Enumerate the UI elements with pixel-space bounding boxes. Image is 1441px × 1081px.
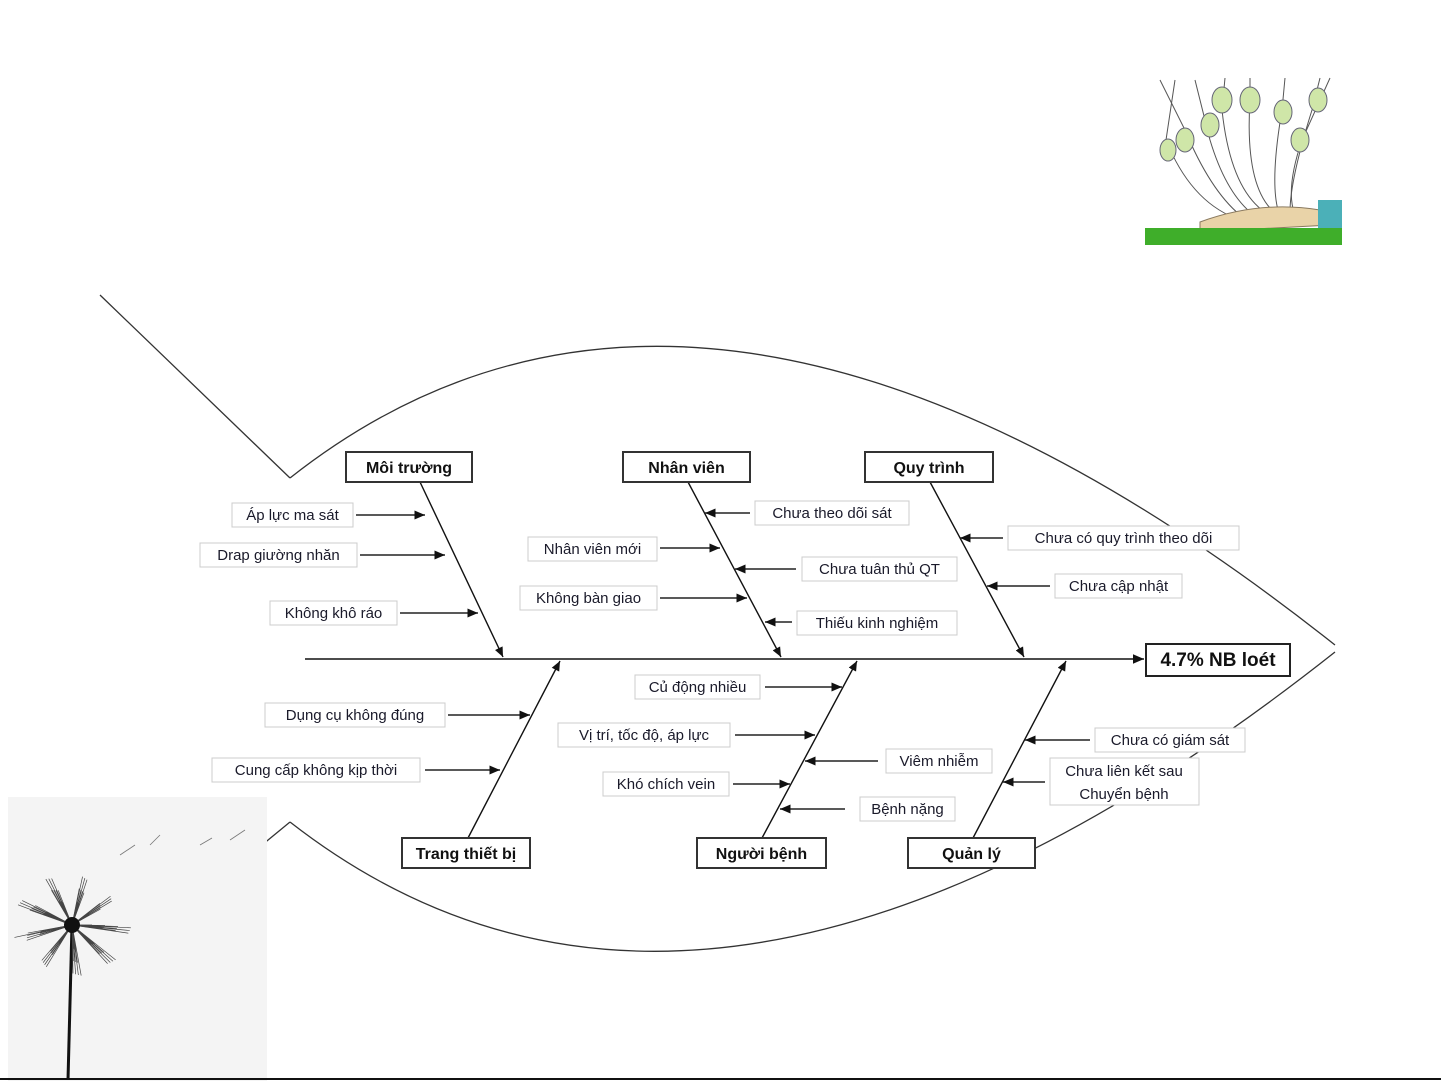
cause-box	[602, 771, 730, 797]
cause-label: Cung cấp không kịp thời	[235, 762, 397, 779]
cause-label: Không khô ráo	[285, 605, 383, 622]
cause-box	[634, 674, 761, 700]
cause-label: Khó chích vein	[617, 776, 715, 793]
bone-trang-thiet-bi	[467, 660, 561, 839]
cause-box	[557, 722, 731, 748]
dandelion-image	[8, 797, 267, 1081]
cause-box	[885, 748, 993, 774]
cause-box	[796, 610, 958, 636]
category-box-quan-ly	[907, 837, 1036, 869]
bone-nhan-vien	[687, 481, 782, 658]
bone-moi-truong	[419, 481, 504, 658]
cause-box	[754, 500, 910, 526]
category-box-trang-thiet-bi	[401, 837, 531, 869]
cause-label: Chưa cập nhật	[1069, 578, 1169, 595]
category-label: Môi trường	[366, 460, 452, 477]
cause-label: Chưa tuân thủ QT	[819, 561, 940, 578]
bone-quy-trinh	[929, 481, 1025, 658]
cause-box	[527, 536, 658, 562]
cause-label: Drap giường nhăn	[217, 547, 339, 564]
category-label: Quy trình	[893, 460, 964, 477]
fish-body-upper	[289, 345, 1336, 646]
cause-box	[1049, 757, 1200, 806]
category-label: Người bệnh	[716, 846, 807, 863]
cause-box	[1054, 573, 1183, 599]
cause-box	[859, 796, 956, 822]
cause-label: Dụng cụ không đúng	[286, 707, 424, 724]
category-box-quy-trinh	[864, 451, 994, 483]
cause-box	[269, 600, 398, 626]
cause-label: Củ động nhiều	[649, 679, 747, 696]
iv-drip-image	[1145, 75, 1342, 245]
cause-label: Chưa có quy trình theo dõi	[1035, 530, 1213, 547]
cause-label: Chưa theo dõi sát	[772, 505, 892, 522]
cause-box	[199, 542, 358, 568]
cause-box	[1007, 525, 1240, 551]
cause-label: Vị trí, tốc độ, áp lực	[579, 727, 710, 744]
cause-box	[1094, 727, 1246, 753]
category-box-nhan-vien	[622, 451, 751, 483]
cause-label: Áp lực ma sát	[246, 507, 339, 524]
cause-box	[801, 556, 958, 582]
cause-label: Thiếu kinh nghiệm	[816, 615, 939, 632]
cause-box	[211, 757, 421, 783]
cause-label: Nhân viên mới	[544, 541, 641, 558]
cause-box	[519, 585, 658, 611]
effect-label: 4.7% NB loét	[1160, 650, 1276, 671]
cause-label: Viêm nhiễm	[900, 753, 979, 770]
category-box-nguoi-benh	[696, 837, 827, 869]
cause-label: Chưa có giám sát	[1111, 732, 1230, 749]
cause-box	[231, 502, 354, 528]
category-box-moi-truong	[345, 451, 473, 483]
cause-label: Chuyển bệnh	[1079, 786, 1168, 803]
effect-box	[1145, 643, 1291, 677]
category-label: Nhân viên	[648, 460, 724, 477]
cause-label: Bệnh nặng	[871, 801, 944, 818]
cause-box	[264, 702, 446, 728]
cause-label: Không bàn giao	[536, 590, 641, 607]
category-label: Trang thiết bị	[416, 846, 516, 863]
bone-quan-ly	[972, 660, 1067, 839]
fish-tail-upper	[99, 294, 291, 479]
category-label: Quản lý	[942, 846, 1001, 863]
cause-label: Chưa liên kết sau	[1065, 763, 1183, 780]
